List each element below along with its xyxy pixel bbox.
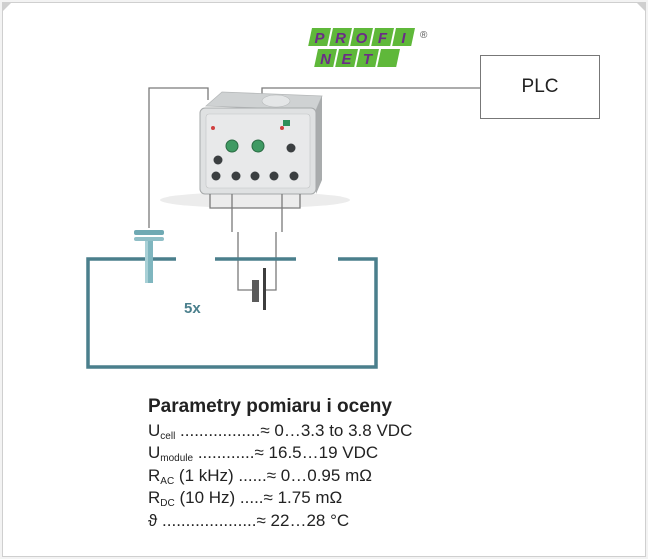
parameter-subscript: DC: [160, 498, 175, 510]
profinet-logo-letter: T: [363, 51, 374, 68]
parameter-subscript: cell: [160, 431, 176, 442]
measurement-device: [160, 91, 350, 208]
profinet-logo-letter: R: [335, 30, 346, 47]
frame-corner: [2, 2, 12, 12]
profinet-logo-letter: N: [320, 51, 332, 68]
parameter-row: Ucell .................≈ 0…3.3 to 3.8 VD…: [148, 420, 588, 442]
measurement-wires: [209, 194, 301, 291]
battery-cell-symbol: [252, 268, 266, 310]
profinet-logo-letter: I: [401, 30, 406, 47]
parameter-value: ≈ 16.5…19 VDC: [254, 443, 379, 463]
parameter-dots: (1 kHz) ......: [174, 465, 267, 485]
cell-count-label: 5x: [184, 300, 201, 317]
parameter-dots: ............: [193, 443, 255, 463]
parameter-symbol: R: [148, 488, 161, 508]
plc-label: PLC: [521, 76, 559, 97]
parameter-value: ≈ 0…3.3 to 3.8 VDC: [260, 421, 413, 440]
parameters-title: Parametry pomiaru i oceny: [148, 396, 392, 417]
parameter-dots: .................: [175, 421, 261, 440]
profinet-logo-letter: F: [378, 30, 388, 47]
parameter-row: RDC (10 Hz) .....≈ 1.75 mΩ: [148, 487, 588, 509]
parameter-value: ≈ 1.75 mΩ: [263, 488, 343, 508]
parameter-symbol: ϑ: [148, 510, 158, 530]
parameter-row: RAC (1 kHz) ......≈ 0…0.95 mΩ: [148, 465, 588, 487]
parameter-symbol: U: [148, 421, 161, 440]
registered-mark: ®: [420, 30, 428, 41]
battery-tank: [86, 257, 378, 369]
parameter-subscript: AC: [160, 475, 175, 487]
parameter-row: Umodule ............≈ 16.5…19 VDC: [148, 442, 588, 464]
parameter-subscript: module: [160, 453, 194, 465]
profinet-logo-letter: O: [356, 30, 368, 47]
parameter-value: ≈ 22…28 °C: [256, 510, 350, 530]
parameter-row: ϑ ....................≈ 22…28 °C: [148, 510, 588, 532]
parameter-dots: (10 Hz) .....: [174, 488, 264, 508]
frame-corner: [636, 2, 646, 12]
parameter-dots: ....................: [157, 510, 257, 530]
plc-box: PLC: [480, 55, 600, 119]
temperature-probe: [134, 230, 164, 283]
profinet-logo-letter: E: [341, 51, 352, 68]
parameter-symbol: U: [148, 443, 161, 463]
profinet-logo-letter: P: [314, 30, 325, 47]
parameter-value: ≈ 0…0.95 mΩ: [266, 465, 372, 485]
sensor-wire: [148, 87, 209, 228]
parameter-symbol: R: [148, 465, 161, 485]
measurement-parameters: Parametry pomiaru i oceny Ucell ........…: [148, 396, 588, 532]
